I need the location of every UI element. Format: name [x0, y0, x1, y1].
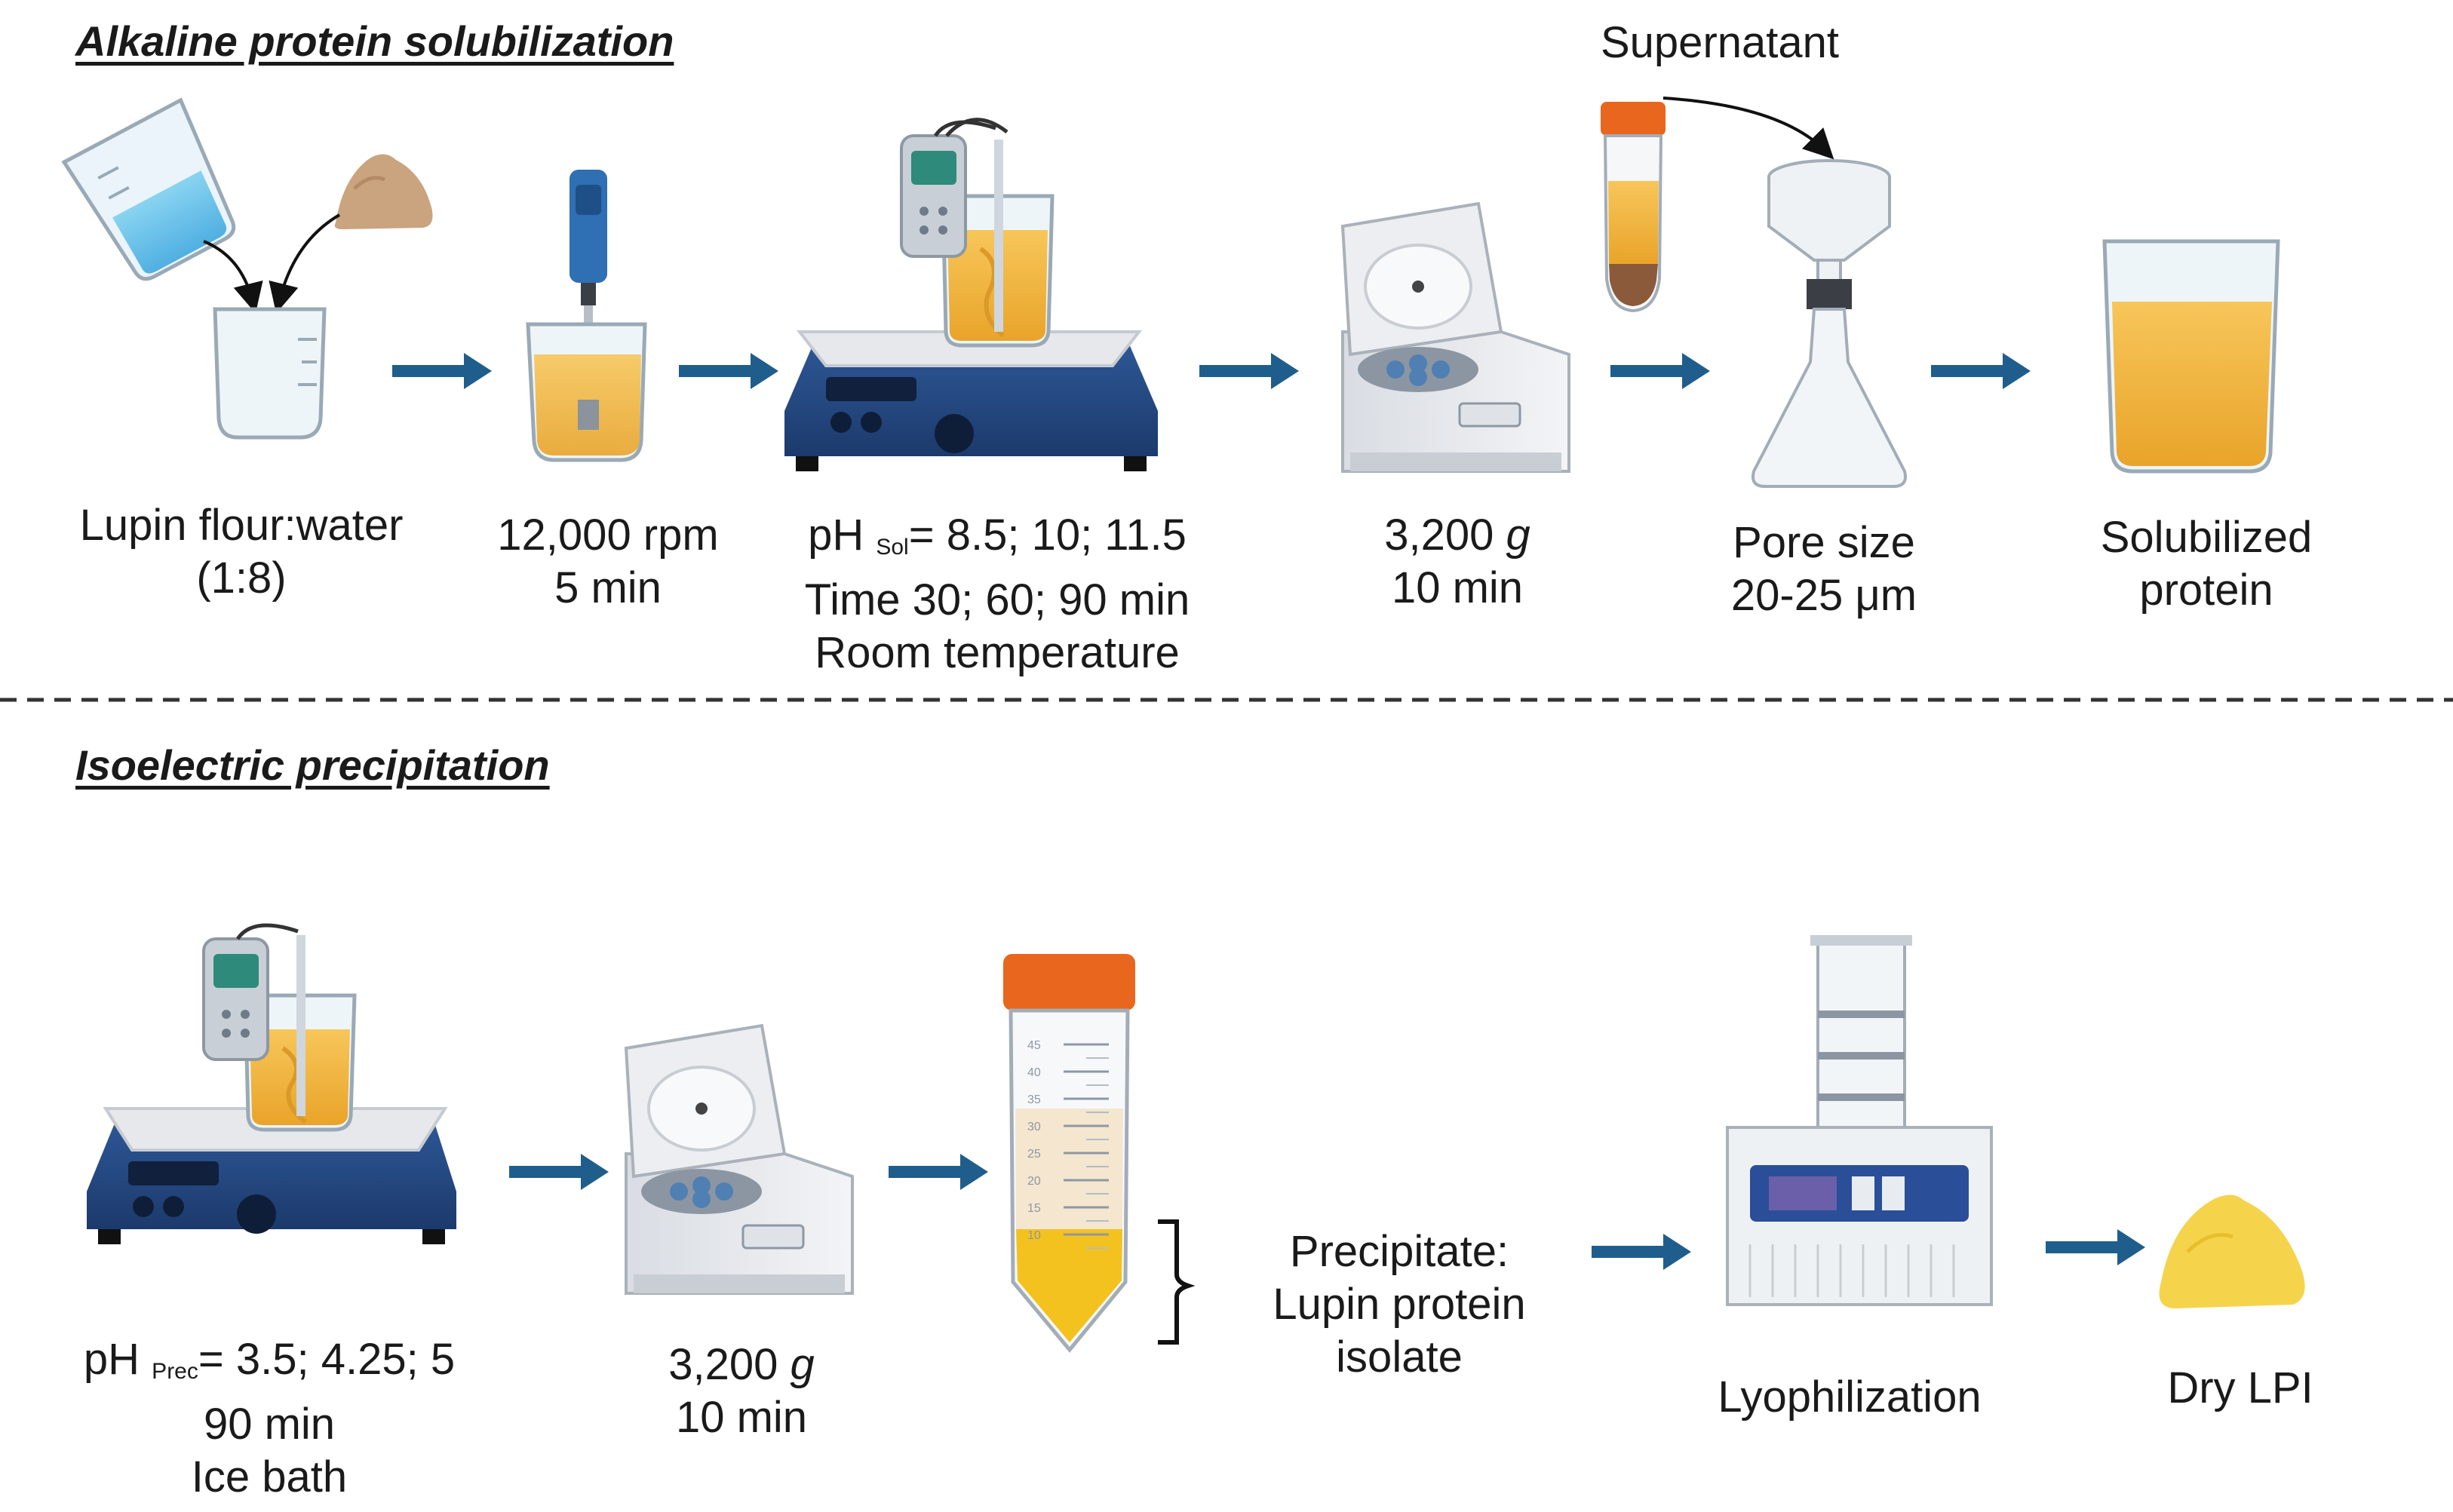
pouring-beaker-icon	[61, 97, 236, 281]
label-ph-prec: pH Prec= 3.5; 4.25; 5 90 min Ice bath	[83, 1335, 456, 1501]
pour-arrow-flour	[269, 213, 341, 314]
stirrer-ph-meter-icon-2	[87, 923, 456, 1244]
pour-arrow-water	[203, 240, 263, 314]
tube-scale: 45 40 35 30 25 20 15 10	[1027, 1039, 1109, 1249]
supernatant-arrow	[1662, 97, 1834, 160]
precipitate-brace	[1158, 1219, 1196, 1345]
tube-scale-label: 35	[1027, 1093, 1041, 1106]
freeze-dryer-icon	[1726, 935, 1993, 1306]
label-precipitate: Precipitate: Lupin protein isolate	[1273, 1227, 1526, 1382]
tube-scale-label: 45	[1027, 1039, 1041, 1052]
dry-powder-icon	[2159, 1195, 2305, 1308]
label-dry-lpi: Dry LPI	[2167, 1363, 2313, 1412]
flour-pile-icon	[334, 154, 433, 229]
label-supernatant: Supernatant	[1600, 18, 1840, 67]
solubilized-protein-beaker-icon	[2102, 239, 2280, 474]
label-centrifuge-2: 3,200 g 10 min	[668, 1340, 815, 1442]
flow-arrow	[889, 1154, 988, 1190]
flow-arrow	[1931, 353, 2031, 389]
label-mix: Lupin flour:water (1:8)	[79, 501, 404, 603]
flow-arrow	[392, 353, 492, 389]
label-lyophilization: Lyophilization	[1718, 1372, 1982, 1422]
centrifuge-icon-2	[624, 1023, 854, 1295]
filter-funnel-flask-icon	[1751, 159, 1907, 488]
label-homogenize: 12,000 rpm 5 min	[497, 511, 719, 612]
stirrer-ph-meter-icon	[784, 118, 1158, 471]
tube-scale-label: 25	[1027, 1148, 1041, 1161]
homogenizer-icon	[526, 170, 647, 462]
tube-scale-label: 15	[1027, 1202, 1041, 1215]
flow-arrows-row1	[392, 353, 2031, 389]
falcon-tube-icon: 45 40 35 30 25 20 15 10	[1003, 954, 1135, 1353]
section-title-solubilization: Alkaline protein solubilization	[75, 17, 674, 65]
centrifuge-icon	[1340, 201, 1570, 473]
flow-arrow	[1610, 353, 1710, 389]
tube-scale-label: 20	[1027, 1175, 1041, 1188]
tube-scale-label: 30	[1027, 1121, 1041, 1133]
label-ph-sol: pH Sol= 8.5; 10; 11.5 Time 30; 60; 90 mi…	[804, 511, 1190, 677]
supernatant-tube-icon	[1601, 102, 1666, 313]
flow-arrow	[2046, 1229, 2145, 1265]
tube-scale-label: 10	[1027, 1229, 1041, 1242]
label-filter: Pore size 20-25 μm	[1730, 518, 1917, 620]
empty-beaker-icon	[213, 307, 327, 440]
flow-arrow	[1592, 1234, 1691, 1270]
tube-scale-label: 40	[1027, 1066, 1041, 1079]
label-centrifuge-1: 3,200 g 10 min	[1384, 511, 1530, 612]
label-solubilized-protein: Solubilized protein	[2100, 513, 2313, 615]
flow-arrow	[679, 353, 778, 389]
flow-arrows-row2	[509, 1154, 2145, 1270]
flow-arrow	[1199, 353, 1299, 389]
section-title-precipitation: Isoelectric precipitation	[75, 741, 550, 789]
flow-arrow	[509, 1154, 609, 1190]
